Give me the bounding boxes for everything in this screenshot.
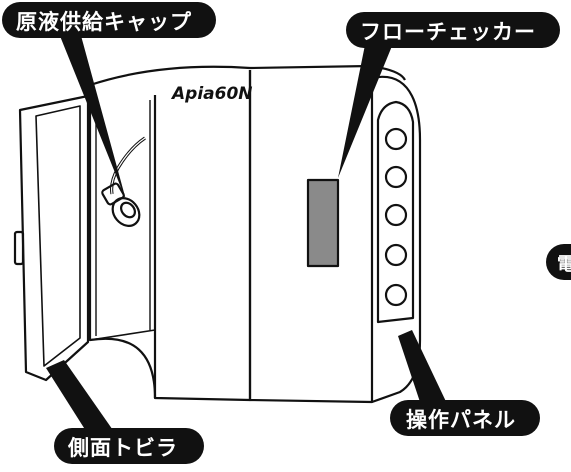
pointer-panel bbox=[398, 330, 450, 414]
callout-label-panel: 操作パネル bbox=[406, 408, 516, 432]
model-name: Apia60N bbox=[170, 84, 253, 104]
cap-body bbox=[111, 197, 141, 227]
cap-top bbox=[120, 201, 136, 219]
callout-label-flow: フローチェッカー bbox=[360, 20, 536, 44]
panel-button-4 bbox=[384, 243, 408, 267]
callout-bubble-flow bbox=[346, 12, 560, 48]
pointer-door bbox=[46, 360, 124, 450]
callout-bubble-panel bbox=[390, 400, 540, 436]
callout-label-door: 側面トビラ bbox=[68, 436, 178, 460]
panel-button-1 bbox=[384, 127, 408, 151]
panel-button-3 bbox=[384, 203, 408, 227]
callout-label-cap: 原液供給キャップ bbox=[16, 10, 192, 34]
front-panel bbox=[153, 70, 252, 402]
panel-button-2 bbox=[384, 165, 408, 189]
side-door bbox=[18, 94, 90, 382]
pointer-flow bbox=[338, 40, 392, 178]
cabinet-top-edge bbox=[89, 64, 406, 87]
callout-bubble-door bbox=[54, 428, 204, 464]
pointer-cap bbox=[60, 32, 126, 200]
side-door-inner bbox=[35, 105, 81, 367]
callout-label-partial: 電 bbox=[557, 254, 571, 275]
panel-housing bbox=[376, 100, 415, 324]
panel-button-5 bbox=[384, 283, 408, 307]
door-hinge bbox=[13, 230, 25, 266]
callout-bubble-partial bbox=[546, 244, 571, 280]
interior-floor bbox=[89, 329, 156, 341]
supply-hose-inner bbox=[111, 137, 146, 195]
callout-bubble-cap bbox=[2, 2, 216, 38]
flow-checker-window bbox=[306, 178, 340, 268]
